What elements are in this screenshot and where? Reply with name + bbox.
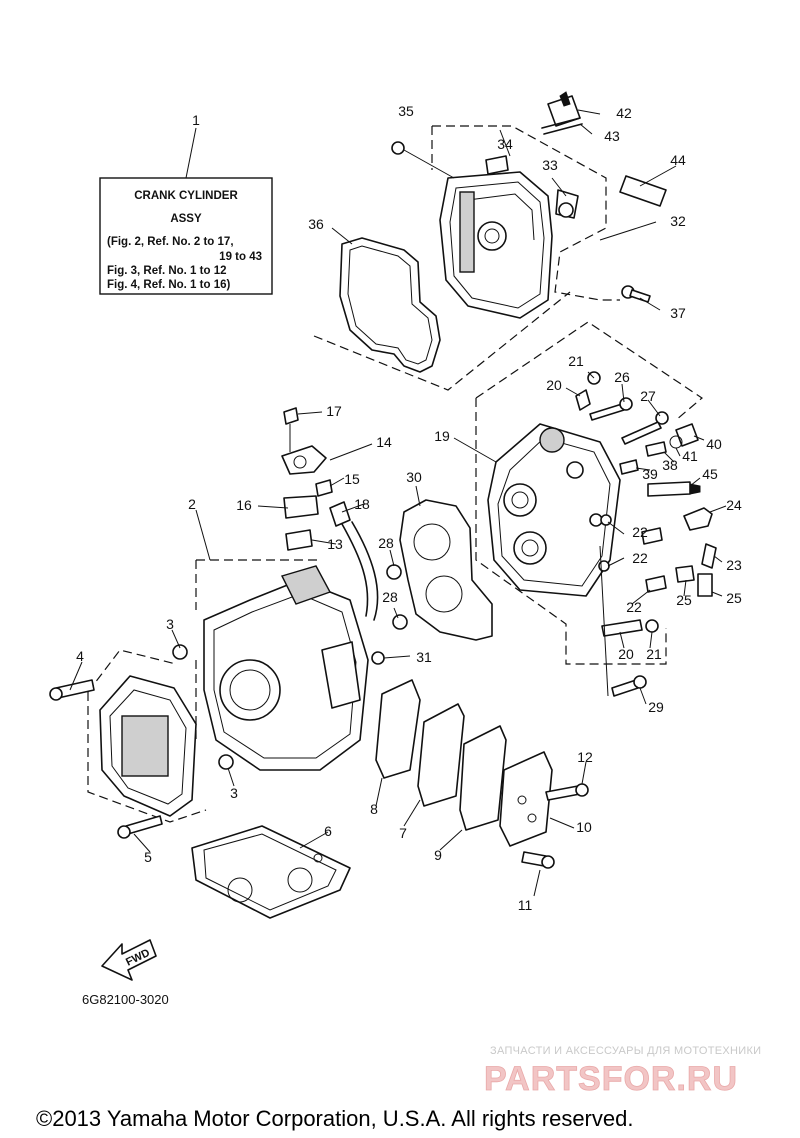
head-cover-group <box>313 91 667 391</box>
callout-28b: 28 <box>382 589 398 605</box>
callout-34: 34 <box>497 136 513 152</box>
callout-16: 16 <box>236 497 252 513</box>
callout-30: 30 <box>406 469 422 485</box>
callout-leaders <box>69 109 727 897</box>
watermark: ЗАПЧАСТИ И АКСЕССУАРЫ ДЛЯ МОТОТЕХНИКИ PA… <box>484 1045 761 1098</box>
crankcase-group <box>172 559 408 771</box>
callout-21a: 21 <box>568 353 584 369</box>
callout-22c: 22 <box>626 599 642 615</box>
callout-17: 17 <box>326 403 342 419</box>
callout-13: 13 <box>327 536 343 552</box>
info-box-ref-1: (Fig. 2, Ref. No. 2 to 17, <box>107 236 234 248</box>
callout-38: 38 <box>662 457 678 473</box>
callout-41: 41 <box>682 448 698 464</box>
callout-26: 26 <box>614 369 630 385</box>
base-gasket-group <box>191 825 351 919</box>
callout-28a: 28 <box>378 535 394 551</box>
exhaust-cover-group <box>375 679 589 869</box>
callout-33: 33 <box>542 157 558 173</box>
callout-20b: 20 <box>618 646 634 662</box>
callout-23: 23 <box>726 557 742 573</box>
callout-45: 45 <box>702 466 718 482</box>
callout-27: 27 <box>640 388 656 404</box>
copyright-notice: ©2013 Yamaha Motor Corporation, U.S.A. A… <box>36 1106 633 1131</box>
callout-9: 9 <box>434 847 442 863</box>
watermark-caption: ЗАПЧАСТИ И АКСЕССУАРЫ ДЛЯ МОТОТЕХНИКИ <box>490 1045 761 1057</box>
watermark-brand: PARTSFOR.RU <box>484 1060 738 1098</box>
callout-3a: 3 <box>166 616 174 632</box>
callout-10: 10 <box>576 819 592 835</box>
callout-24: 24 <box>726 497 742 513</box>
callout-40: 40 <box>706 436 722 452</box>
callout-2: 2 <box>188 496 196 512</box>
callout-4: 4 <box>76 648 84 664</box>
callout-12: 12 <box>577 749 593 765</box>
callout-15: 15 <box>344 471 360 487</box>
callout-7: 7 <box>399 825 407 841</box>
callout-6: 6 <box>324 823 332 839</box>
callout-25a: 25 <box>676 592 692 608</box>
callout-42: 42 <box>616 105 632 121</box>
callout-11: 11 <box>518 897 533 913</box>
callout-39: 39 <box>642 466 658 482</box>
info-box-subtitle: ASSY <box>170 213 202 225</box>
info-box-ref-3: Fig. 3, Ref. No. 1 to 12 <box>107 265 227 277</box>
callout-35: 35 <box>398 103 414 119</box>
callout-8: 8 <box>370 801 378 817</box>
callout-20a: 20 <box>546 377 562 393</box>
diagram-code: 6G82100-3020 <box>82 992 169 1007</box>
callout-14: 14 <box>376 434 392 450</box>
callout-36: 36 <box>308 216 324 232</box>
callout-19: 19 <box>434 428 450 444</box>
callout-22a: 22 <box>632 524 648 540</box>
callout-numbers: 1 2 3 3 4 5 6 7 8 9 10 11 12 13 14 15 16… <box>76 103 742 913</box>
callout-18: 18 <box>354 496 370 512</box>
callout-32: 32 <box>670 213 686 229</box>
assembly-info-box: CRANK CYLINDER ASSY (Fig. 2, Ref. No. 2 … <box>99 127 273 295</box>
info-box-ref-4: Fig. 4, Ref. No. 1 to 16) <box>107 279 230 291</box>
callout-29: 29 <box>648 699 664 715</box>
callout-5: 5 <box>144 849 152 865</box>
callout-22b: 22 <box>632 550 648 566</box>
callout-25b: 25 <box>726 590 742 606</box>
callout-43: 43 <box>604 128 620 144</box>
crankcase-cover-group <box>49 649 207 839</box>
cylinder-head-group <box>399 321 717 697</box>
callout-37: 37 <box>670 305 686 321</box>
callout-44: 44 <box>670 152 686 168</box>
callout-3b: 3 <box>230 785 238 801</box>
thermostat-group <box>281 407 379 621</box>
callout-31: 31 <box>416 649 432 665</box>
info-box-ref-2: 19 to 43 <box>219 251 262 263</box>
info-box-title: CRANK CYLINDER <box>134 190 238 202</box>
forward-arrow: FWD <box>101 939 157 981</box>
callout-21b: 21 <box>646 646 662 662</box>
callout-1: 1 <box>192 112 200 128</box>
